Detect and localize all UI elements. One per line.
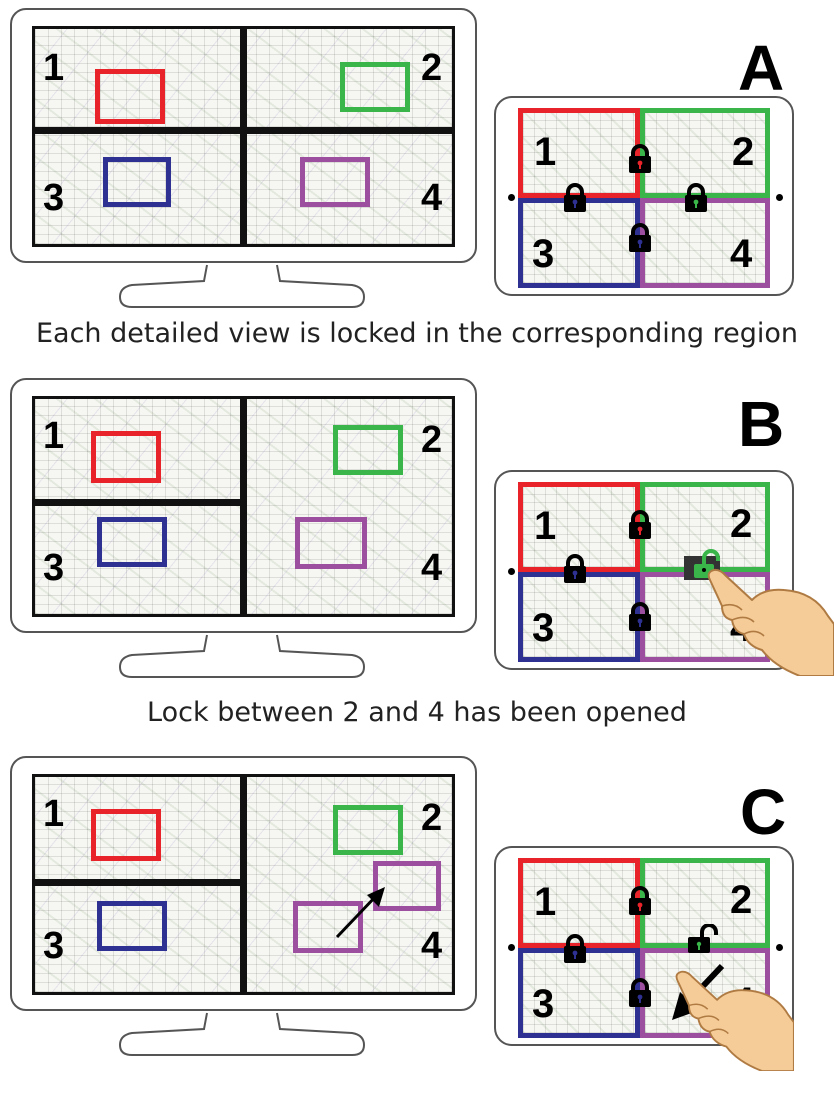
tv-region-label-2: 2	[421, 419, 443, 461]
tv-region-label-2: 2	[421, 797, 443, 839]
arrow-icon	[335, 887, 385, 939]
tv-region-label-2: 2	[421, 47, 443, 89]
tv-region-label-4: 4	[421, 547, 443, 589]
detail-view-4	[295, 517, 367, 569]
tv-region-label-3: 3	[43, 547, 65, 589]
caption-a: Each detailed view is locked in the corr…	[35, 318, 799, 349]
tablet-region-4	[640, 198, 770, 288]
tv-stand	[118, 1012, 366, 1056]
tablet-region-1	[518, 482, 640, 572]
detail-view-3	[97, 901, 167, 951]
tablet-region-2	[640, 108, 770, 198]
tablet-label-2: 2	[732, 130, 755, 174]
lock-icon[interactable]	[683, 183, 709, 213]
tablet-camera	[508, 944, 515, 951]
tv-region-label-3: 3	[43, 925, 65, 967]
detail-view-3	[103, 157, 171, 207]
unlock-icon[interactable]	[686, 924, 720, 954]
caption-b: Lock between 2 and 4 has been opened	[147, 697, 687, 728]
panel-a: 1 2 3 4 A 1 2 3 4	[0, 8, 834, 313]
detail-view-3	[97, 517, 167, 567]
tablet-label-1: 1	[534, 504, 557, 548]
tv-divider-horizontal	[35, 879, 243, 886]
panel-c: 1 2 3 4 C 1 2 3 4	[0, 756, 834, 1071]
detail-view-4	[300, 157, 370, 207]
tablet-region-2	[640, 858, 770, 948]
lock-icon[interactable]	[627, 978, 653, 1008]
tv-region-label-4: 4	[421, 925, 443, 967]
tv-stand	[118, 264, 366, 308]
tablet-home-button	[776, 944, 783, 951]
detail-view-4-moved	[373, 861, 441, 911]
tablet-region-1	[518, 108, 640, 198]
panel-b: 1 2 3 4 B 1 2 3 4	[0, 378, 834, 683]
tv-stand	[118, 634, 366, 678]
lock-icon[interactable]	[562, 554, 588, 584]
tv-monitor: 1 2 3 4	[10, 378, 477, 678]
tablet-region-1	[518, 858, 640, 948]
lock-icon[interactable]	[627, 144, 653, 174]
tablet-label-1: 1	[534, 130, 557, 174]
hand-pointer-icon	[675, 970, 794, 1071]
tv-monitor: 1 2 3 4	[10, 8, 477, 308]
tv-divider-vertical	[240, 777, 247, 992]
tv-divider-vertical	[240, 399, 247, 614]
tv-screen: 1 2 3 4	[32, 26, 455, 247]
detail-view-2	[333, 805, 403, 855]
tablet-region-3	[518, 948, 640, 1038]
tablet-home-button	[776, 194, 783, 201]
tv-region-label-3: 3	[43, 177, 65, 219]
tablet-camera	[508, 568, 515, 575]
lock-icon[interactable]	[627, 886, 653, 916]
detail-view-1	[95, 69, 165, 124]
tablet-label-2: 2	[730, 878, 753, 922]
detail-view-2	[333, 425, 403, 475]
tablet: 1 2 3 4	[494, 96, 794, 296]
tablet-camera	[508, 194, 515, 201]
lock-icon[interactable]	[627, 602, 653, 632]
tv-region-label-1: 1	[43, 47, 65, 89]
detail-view-1	[91, 809, 161, 861]
tablet-screen: 1 2 3 4	[518, 108, 770, 288]
tv-region-label-1: 1	[43, 415, 65, 457]
tablet-label-3: 3	[532, 606, 555, 650]
tv-divider-horizontal	[35, 499, 243, 506]
tablet-region-3	[518, 572, 640, 662]
lock-icon[interactable]	[627, 223, 653, 253]
tablet-label-4: 4	[730, 232, 753, 276]
panel-letter: C	[740, 776, 787, 848]
lock-icon[interactable]	[562, 183, 588, 213]
tablet-label-2: 2	[730, 502, 753, 546]
tv-region-label-1: 1	[43, 793, 65, 835]
lock-icon[interactable]	[562, 934, 588, 964]
tv-screen: 1 2 3 4	[32, 774, 455, 995]
tv-monitor: 1 2 3 4	[10, 756, 477, 1056]
panel-letter: A	[738, 32, 785, 104]
tablet-label-3: 3	[532, 982, 555, 1026]
tv-region-label-4: 4	[421, 177, 443, 219]
panel-letter: B	[738, 388, 785, 460]
lock-icon[interactable]	[627, 510, 653, 540]
tv-divider-vertical	[240, 29, 247, 244]
detail-view-2	[340, 62, 410, 112]
tablet-label-1: 1	[534, 880, 557, 924]
tv-screen: 1 2 3 4	[32, 396, 455, 617]
detail-view-4	[293, 901, 363, 953]
hand-pointer-icon	[707, 568, 834, 676]
detail-view-1	[91, 431, 161, 483]
tablet-label-3: 3	[532, 232, 555, 276]
